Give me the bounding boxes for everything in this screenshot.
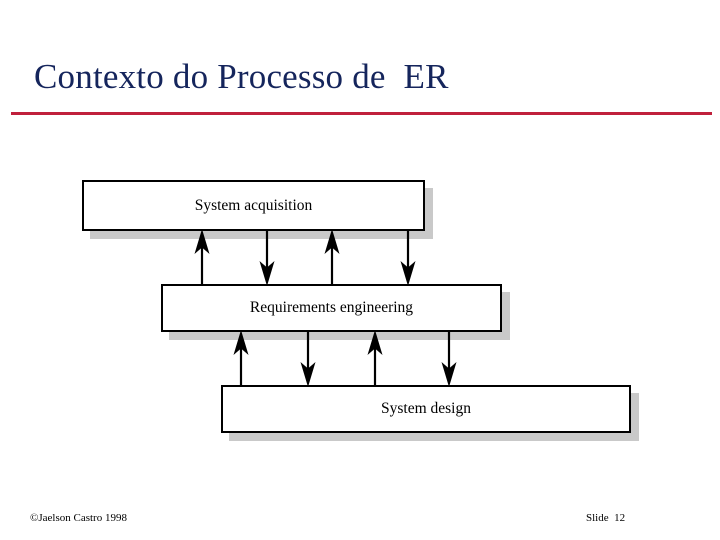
footer-slide-number: Slide 12 xyxy=(586,512,626,524)
page-title: Contexto do Processo de ER xyxy=(34,57,449,96)
process-box-system-design[interactable]: System design xyxy=(221,385,631,433)
process-box-label: System design xyxy=(381,400,471,417)
title-divider xyxy=(11,112,712,115)
process-box-label: Requirements engineering xyxy=(249,299,414,316)
process-box-system-acquisition[interactable]: System acquisition xyxy=(82,180,425,231)
footer-copyright: ©Jaelson Castro 1998 xyxy=(30,512,127,524)
process-box-requirements-engineering[interactable]: Requirements engineering xyxy=(161,284,502,332)
process-box-label: System acquisition xyxy=(194,196,313,214)
